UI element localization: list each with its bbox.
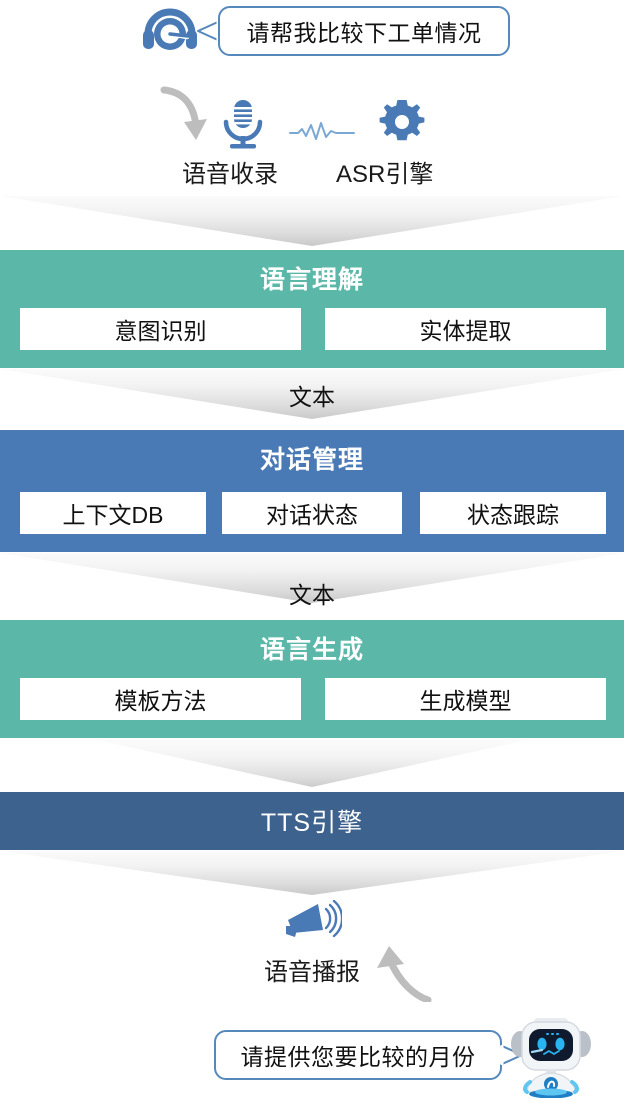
user-input-row: 请帮我比较下工单情况: [0, 2, 624, 64]
voice-broadcast-label: 语音播报: [264, 959, 360, 986]
stage-box-intent-recognition[interactable]: 意图识别: [20, 308, 301, 350]
user-speech-bubble: 请帮我比较下工单情况: [218, 6, 510, 56]
speech-bubble-tail-icon: [196, 20, 221, 42]
stage-box-state-tracking[interactable]: 状态跟踪: [420, 492, 606, 534]
stage-title-tts: TTS引擎: [260, 809, 364, 837]
stage-title-nlg: 语言生成: [259, 636, 364, 664]
headset-icon: [140, 6, 200, 58]
connector-arrow-asr-to-nlu: [0, 196, 624, 246]
stage-box-entity-extraction[interactable]: 实体提取: [325, 308, 606, 350]
stage-box-dialog-state[interactable]: 对话状态: [222, 492, 402, 534]
robot-icon: [508, 1016, 594, 1099]
asr-engine-label: ASR引擎: [336, 161, 434, 188]
megaphone-icon: [282, 899, 344, 942]
voice-capture-label: 语音收录: [182, 161, 278, 188]
connector-arrow-tts-to-output: [0, 851, 624, 895]
bot-speech-bubble: 请提供您要比较的月份: [214, 1030, 502, 1080]
stage-band-nlg: 语言生成 模板方法 生成模型: [0, 620, 624, 738]
curved-arrow-down-icon: [158, 86, 210, 142]
stage-title-nlu: 语言理解: [259, 266, 364, 294]
connector-label-text-1: 文本: [289, 384, 335, 410]
voice-capture-row: 语音收录 ASR引擎: [0, 86, 624, 191]
stage-box-template-method[interactable]: 模板方法: [20, 678, 301, 720]
stage-band-dialog-management: 对话管理 上下文DB 对话状态 状态跟踪: [0, 430, 624, 552]
bot-reply-text: 请提供您要比较的月份: [240, 1044, 476, 1070]
curved-arrow-up-icon: [372, 944, 434, 1004]
connector-label-text-2: 文本: [289, 582, 335, 608]
stage-band-tts: TTS引擎: [0, 792, 624, 850]
gear-icon: [378, 98, 426, 146]
stage-title-dialog-management: 对话管理: [259, 446, 364, 474]
user-utterance-text: 请帮我比较下工单情况: [246, 20, 482, 46]
stage-band-nlu: 语言理解 意图识别 实体提取: [0, 250, 624, 368]
stage-box-context-db[interactable]: 上下文DB: [20, 492, 206, 534]
audio-waveform-icon: [288, 120, 356, 144]
microphone-icon: [218, 98, 268, 150]
connector-arrow-nlg-to-tts: [92, 739, 532, 787]
stage-box-generative-model[interactable]: 生成模型: [325, 678, 606, 720]
